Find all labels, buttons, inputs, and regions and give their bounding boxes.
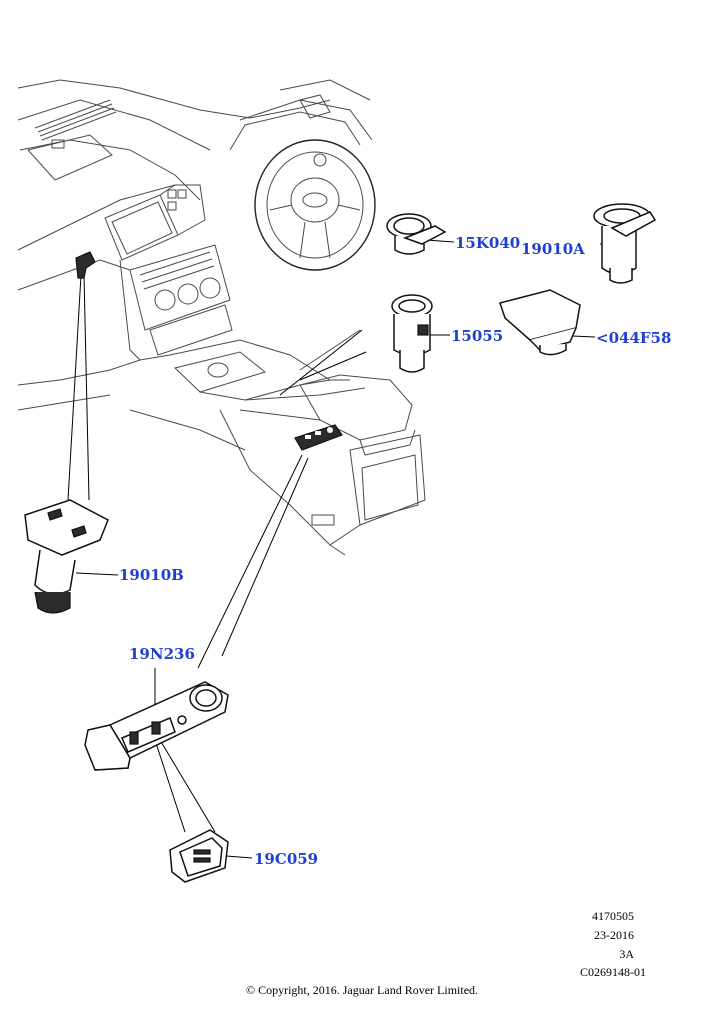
callout-15055[interactable]: 15055	[451, 327, 504, 345]
callout-19010B[interactable]: 19010B	[119, 566, 184, 584]
part-19N236	[84, 681, 229, 771]
part-19C059	[169, 829, 229, 883]
callout-15K040[interactable]: 15K040	[455, 234, 521, 252]
diagram-date: 23-2016	[594, 928, 634, 942]
dash-clip-part	[75, 251, 96, 279]
callout-19N236[interactable]: 19N236	[129, 645, 195, 663]
diagram-reference-number: 4170505	[592, 909, 634, 923]
part-044F58	[499, 289, 581, 356]
console-usb-module	[294, 424, 343, 451]
callout-19010A[interactable]: 19010A	[521, 240, 585, 258]
copyright-notice: © Copyright, 2016. Jaguar Land Rover Lim…	[245, 983, 479, 997]
part-19010A	[593, 203, 657, 284]
diagram-revision: 3A	[619, 947, 634, 961]
part-19010B	[24, 499, 109, 614]
callout-044F58[interactable]: <044F58	[596, 329, 672, 347]
dashboard-illustration	[17, 79, 426, 556]
part-15K040	[386, 213, 447, 255]
callout-19C059[interactable]: 19C059	[254, 850, 319, 868]
diagram-code: C0269148-01	[580, 965, 646, 979]
part-15055	[391, 294, 433, 373]
